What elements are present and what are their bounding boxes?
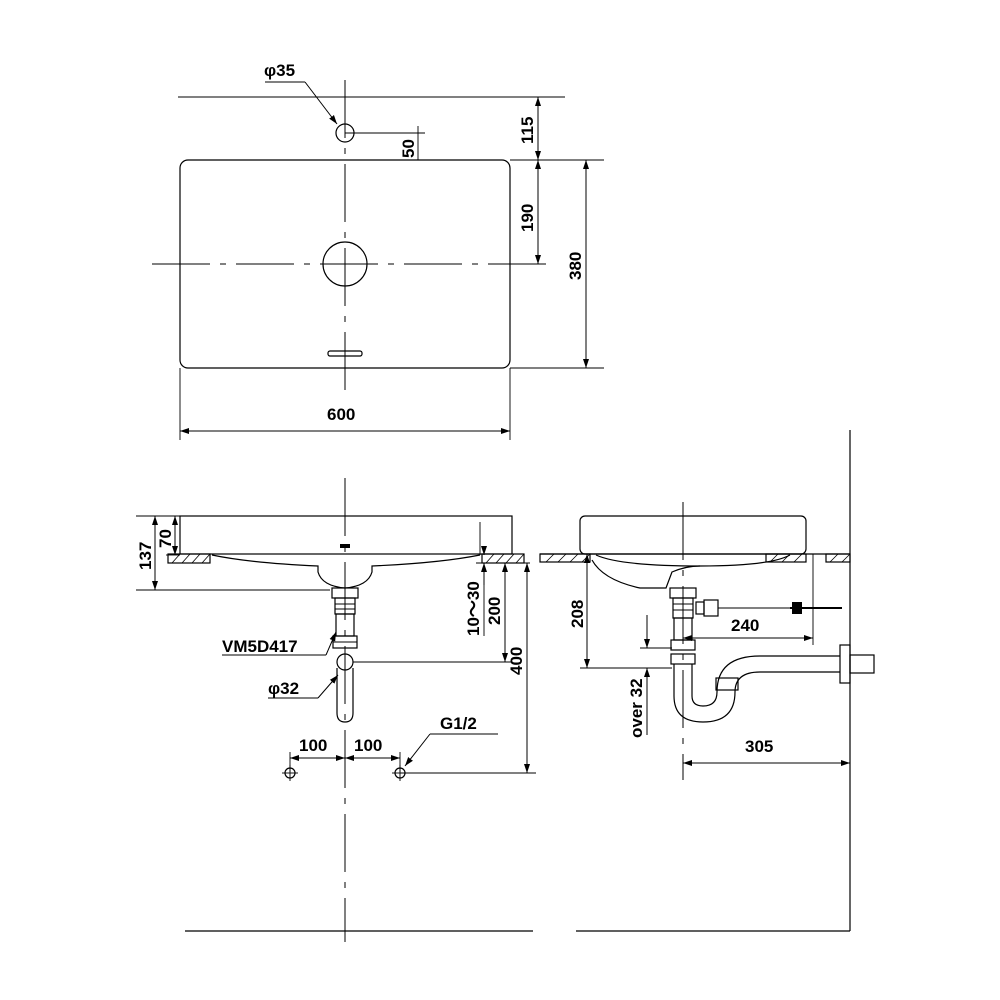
basin-body-front [179, 515, 513, 555]
spacing-left-label: 100 [299, 736, 327, 755]
depth-label: 380 [566, 252, 585, 280]
supply-height-label: 400 [507, 647, 526, 675]
trap-pipe [336, 668, 354, 723]
drain-hole [322, 241, 368, 287]
total-height-label: 137 [136, 542, 155, 570]
top-view: φ35 50 115 190 380 600 [152, 61, 604, 440]
supply-depth-label: 240 [731, 616, 759, 635]
bowl-height-label: 70 [156, 529, 175, 548]
side-view: 208 over 32 240 305 [539, 430, 875, 932]
over-clearance-label: over 32 [627, 678, 646, 738]
wall-flange [839, 644, 851, 684]
trap-height-label: 200 [485, 597, 504, 625]
tap-hole-diameter-label: φ35 [264, 61, 295, 80]
trap-model-label: VM5D417 [222, 637, 298, 656]
counter-left [167, 553, 211, 564]
half-depth-label: 190 [518, 204, 537, 232]
thread-size-label: G1/2 [440, 714, 477, 733]
p-trap [673, 655, 840, 723]
supply-hose [695, 599, 842, 617]
supply-point-right [392, 765, 408, 781]
width-label: 600 [327, 405, 355, 424]
top-margin-label: 115 [518, 117, 537, 144]
overflow-offset-label: 50 [399, 139, 418, 158]
drain-height-label: 208 [568, 600, 587, 628]
counter-side-left [539, 553, 591, 563]
overflow-slot [327, 350, 363, 357]
supply-point-left [282, 765, 298, 781]
pipe-diameter-label: φ32 [268, 679, 299, 698]
wall-distance-label: 305 [745, 737, 773, 756]
front-view: 137 70 10～30 200 400 VM5D417 φ32 100 100 [136, 478, 536, 942]
bowl-underside [211, 554, 481, 589]
counter-side-wall [825, 553, 851, 563]
bowl-underside-side [595, 554, 791, 567]
counter-right [481, 553, 525, 564]
basin-body-side [579, 515, 807, 555]
spacing-right-label: 100 [354, 736, 382, 755]
adjust-range-label: 10～30 [464, 581, 483, 636]
